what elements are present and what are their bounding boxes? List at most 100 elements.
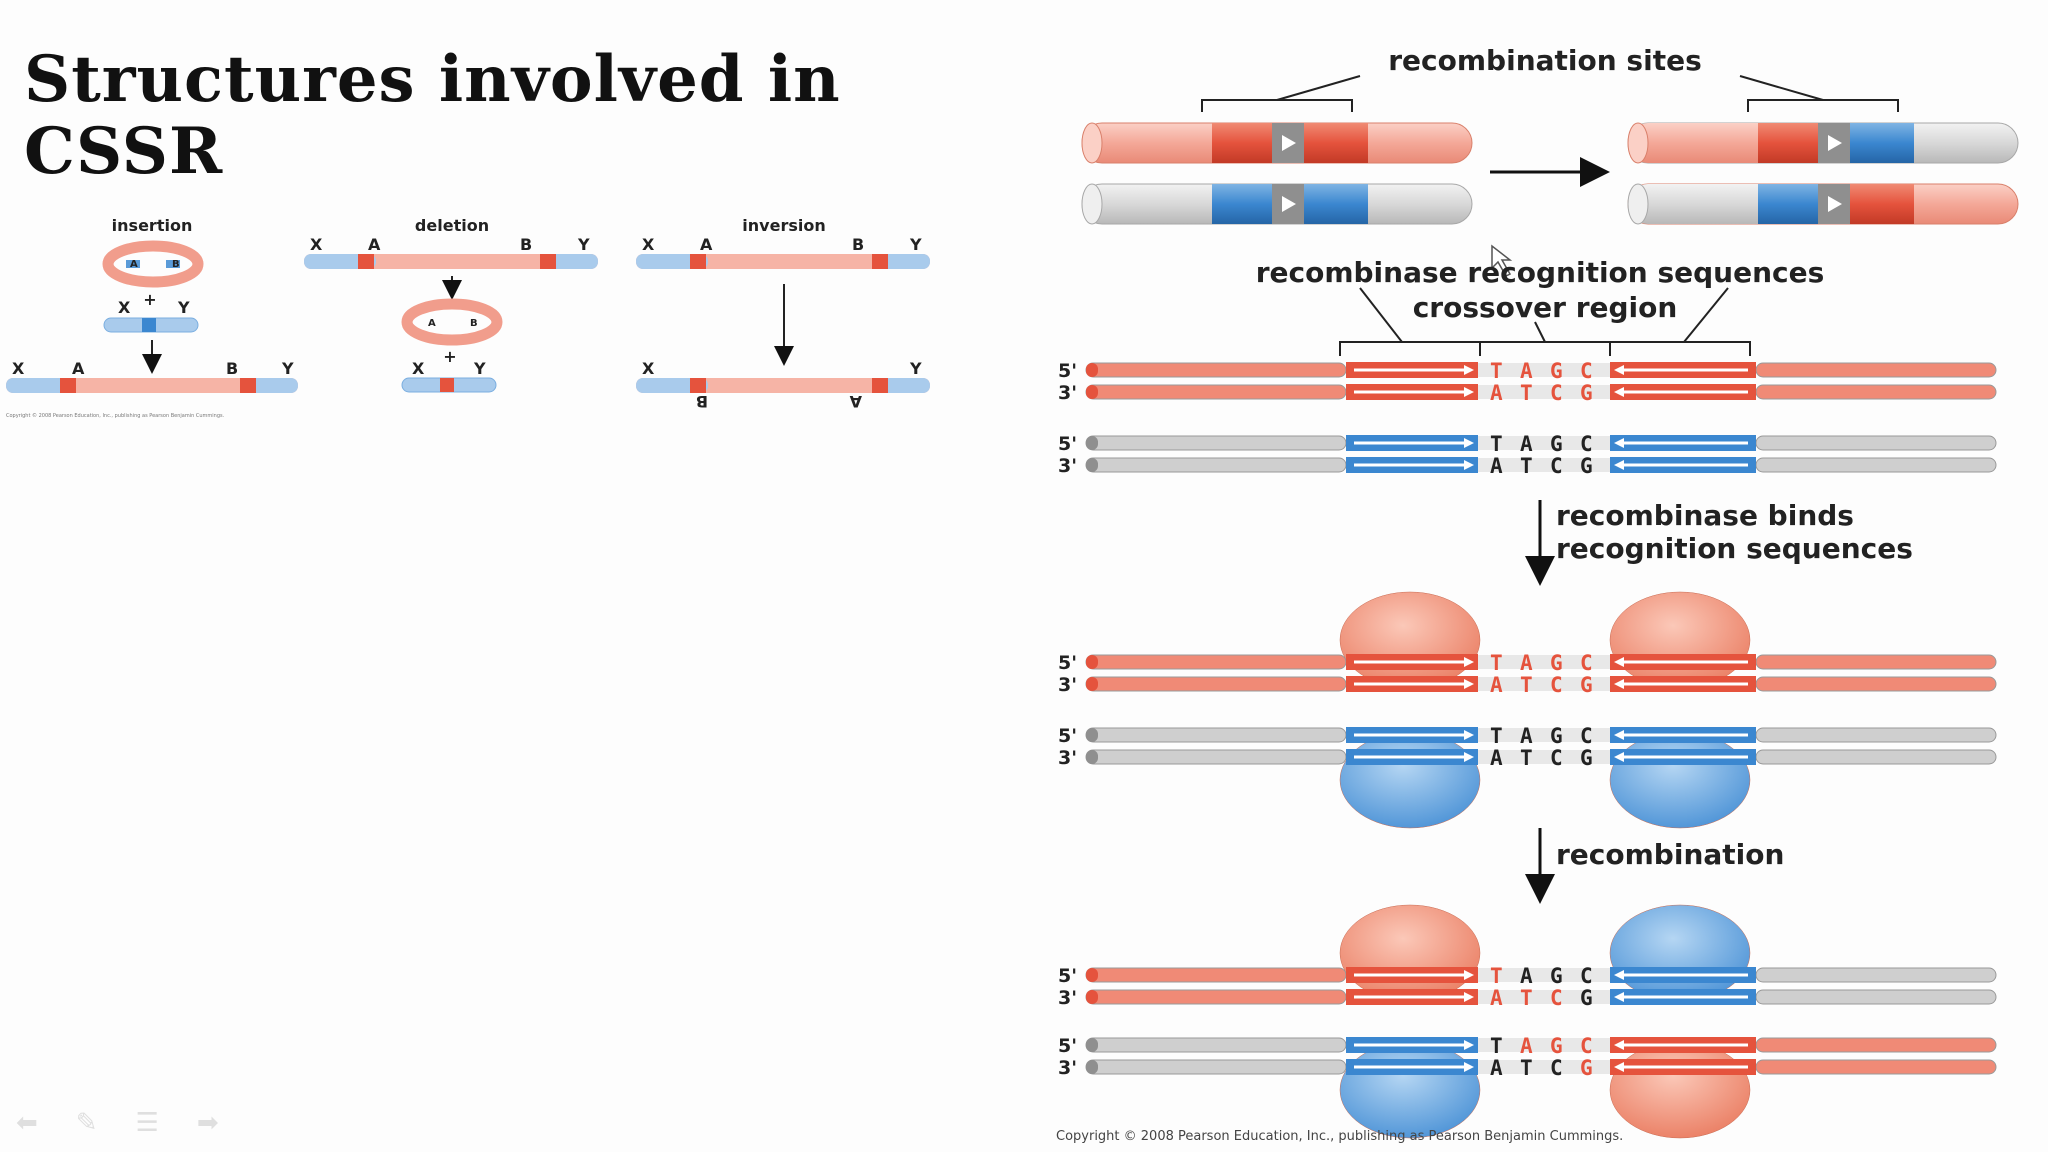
forward-icon[interactable]: ➡ [196,1108,219,1138]
prime-label: 3' [1058,1057,1077,1079]
recombination-sites-overview: recombination sites [1081,44,2019,277]
product-site-b [240,378,256,393]
cylinder-3 [1627,122,2019,164]
strand-end-cap [1086,1060,1098,1074]
inversion-product-site-b [690,378,706,393]
outer-right-segment [1755,384,1997,400]
deletion-product-x: X [412,359,425,378]
site-bracket-left [1201,99,1353,112]
inversion-label: inversion [742,216,825,235]
site-arrowhead [1614,1040,1624,1050]
outer-right-segment [1755,1037,1997,1053]
base-letter: G [1550,724,1564,748]
title-line-2: CSSR [24,114,224,189]
base-letter: T [1520,986,1534,1010]
base-letter: C [1550,381,1564,405]
site-arrowhead [1614,970,1624,980]
site-arrowhead [1464,460,1474,470]
base-letter: G [1580,454,1594,478]
insertion-x-top: X [118,298,131,317]
crossover-segment [1478,968,1610,982]
site-arrowhead [1614,992,1624,1002]
inversion-site-a [690,254,706,269]
strand-end-cap [1086,458,1098,472]
site-arrowhead [1464,387,1474,397]
inversion-product-x: X [642,359,655,378]
strand-end-cap [1086,655,1098,669]
deletion-substrate-dna [304,254,598,269]
recombinase-subunit-red-right-post [1609,1041,1751,1139]
insertion-y-top: Y [177,298,190,317]
inversion-site-b [872,254,888,269]
base-letter: T [1490,359,1504,383]
site-arrowhead [1464,752,1474,762]
base-letter: C [1550,454,1564,478]
mouse-cursor-icon [1491,244,1513,277]
prime-label: 3' [1058,382,1077,404]
inversion-x: X [642,235,655,254]
pen-icon[interactable]: ✎ [75,1108,98,1138]
crossover-segment [1478,436,1610,450]
binding-step-line-1: recombinase binds [1556,499,1854,532]
deletion-product-y: Y [473,359,486,378]
base-letter: G [1550,359,1564,383]
site-arrowhead [1614,1062,1624,1072]
strand-end-cap [1086,750,1098,764]
prime-label: 5' [1058,1035,1077,1057]
menu-icon[interactable]: ☰ [135,1108,159,1138]
deletion-site-a [358,254,374,269]
base-letter: G [1580,673,1594,697]
back-icon[interactable]: ⬅ [16,1108,38,1138]
deletion-product-site [440,378,454,392]
cylinder-4 [1627,183,2019,225]
site-arrowhead [1464,679,1474,689]
product-site-a [60,378,76,393]
insertion-x: X [12,359,25,378]
base-letter: A [1520,964,1534,988]
cylinder-1 [1081,122,1473,164]
base-letter: T [1490,964,1504,988]
strand-end-cap [1086,990,1098,1004]
base-letter: A [1520,432,1534,456]
insertion-panel: insertion A B + X Y X A B Y [6,216,298,393]
outer-left-segment [1085,676,1347,692]
recombination-sites-label: recombination sites [1388,44,1701,77]
outer-left-segment [1085,435,1347,451]
strand-end-cap [1086,1038,1098,1052]
deletion-site-b [540,254,556,269]
base-letter: T [1520,673,1534,697]
site-leader-right [1739,75,1824,101]
base-letter: T [1490,724,1504,748]
circle-a: A [428,318,436,329]
base-letter: G [1580,746,1594,770]
crossover-segment [1478,1038,1610,1052]
inversion-y: Y [909,235,922,254]
site-b-mark [166,260,180,268]
site-arrowhead [1464,970,1474,980]
outer-left-segment [1085,989,1347,1005]
deletion-a: A [368,235,381,254]
base-letter: C [1580,359,1594,383]
site-bracket-right [1747,99,1899,112]
prime-label: 3' [1058,674,1077,696]
prime-label: 3' [1058,987,1077,1009]
binding-step-line-2: recognition sequences [1556,532,1913,565]
base-letter: A [1490,986,1504,1010]
site-arrowhead [1614,460,1624,470]
plasmid-b-label: B [172,259,180,270]
outer-right-segment [1755,654,1997,670]
recognition-sequences-label: recombinase recognition sequences [1256,256,1825,289]
strand-end-cap [1086,968,1098,982]
base-letter: G [1580,381,1594,405]
insertion-b: B [226,359,238,378]
recombinase-subunit-blue-right [1609,731,1751,829]
site-arrowhead [1464,992,1474,1002]
outer-right-segment [1755,749,1997,765]
site-arrowhead [1464,365,1474,375]
outer-right-segment [1755,1059,1997,1075]
